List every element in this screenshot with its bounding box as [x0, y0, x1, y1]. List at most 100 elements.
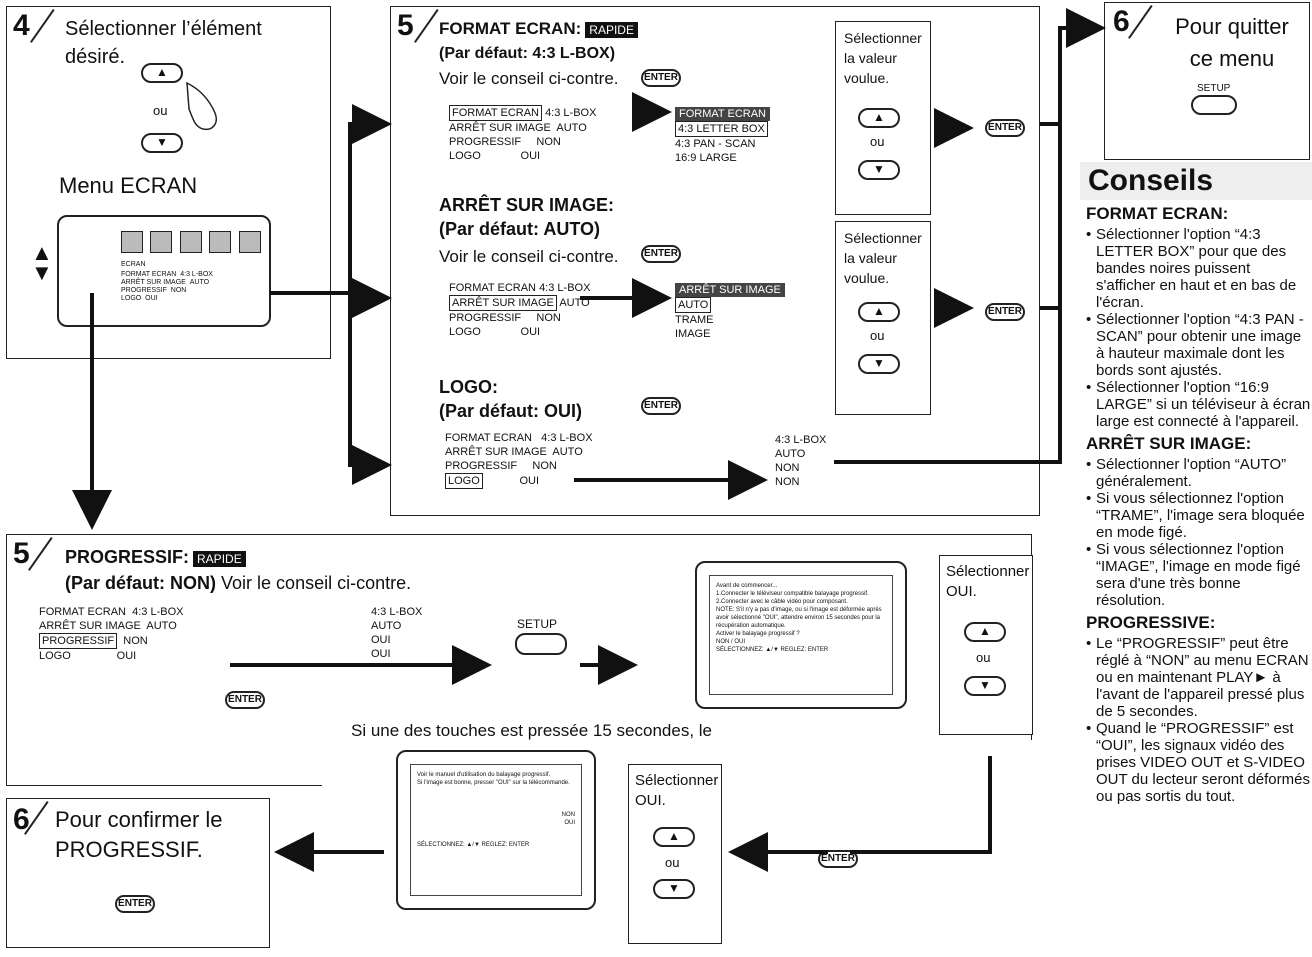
updown-arrow-icon: ▲▼ [31, 240, 53, 285]
format-default: (Par défaut: 4:3 L-BOX) [439, 45, 616, 62]
setup-button[interactable] [1191, 95, 1237, 115]
step-number: 6 [13, 803, 30, 836]
setup-button[interactable] [515, 633, 567, 655]
tip-item: Sélectionner l'option “16:9 LARGE” si un… [1086, 379, 1312, 430]
step4-panel: 4 Sélectionner l’élément désiré. ▲ ou ▼ … [6, 6, 331, 359]
or-label: ou [665, 855, 680, 870]
step-number: 6 [1113, 5, 1130, 38]
format-hint: Voir le conseil ci-contre. [439, 69, 619, 88]
select-oui-panel: Sélectionner OUI. ▲ ou ▼ [939, 555, 1033, 735]
menu-tab-label: ECRAN [121, 261, 146, 268]
up-arrow-button[interactable]: ▲ [141, 63, 183, 83]
choice-option[interactable]: NON [716, 639, 730, 645]
up-arrow-button[interactable]: ▲ [653, 827, 695, 847]
rapide-badge: RAPIDE [585, 22, 638, 38]
menu-icons-row [121, 231, 261, 257]
tip-item: Si vous sélectionnez l'option “IMAGE”, l… [1086, 541, 1312, 609]
menu-item: FORMAT ECRAN [121, 271, 177, 278]
menu-list: FORMAT ECRAN 4:3 L-BOX ARRÊT SUR IMAGE A… [121, 271, 213, 303]
down-arrow-button[interactable]: ▼ [653, 879, 695, 899]
up-arrow-button[interactable]: ▲ [964, 622, 1006, 642]
format-option[interactable]: 16:9 LARGE [675, 152, 737, 164]
arret-options-menu: ARRÊT SUR IMAGE AUTO TRAME IMAGE [675, 283, 785, 341]
arret-menu-current: FORMAT ECRAN 4:3 L-BOX ARRÊT SUR IMAGE A… [449, 282, 591, 338]
or-label: ou [870, 328, 885, 343]
arret-option[interactable]: IMAGE [675, 328, 711, 340]
arret-hint: Voir le conseil ci-contre. [439, 247, 619, 266]
format-title: FORMAT ECRAN:RAPIDE [439, 19, 638, 39]
logo-menu-current: FORMAT ECRAN 4:3 L-BOX ARRÊT SUR IMAGE A… [445, 432, 593, 489]
step6-bottom-text: Pour confirmer le PROGRESSIF. [55, 807, 223, 862]
format-option-selected[interactable]: 4:3 LETTER BOX [675, 121, 768, 137]
up-arrow-button[interactable]: ▲ [858, 108, 900, 128]
tip-item: Sélectionner l'option “4:3 PAN - SCAN” p… [1086, 311, 1312, 379]
enter-button[interactable]: ENTER [641, 397, 681, 415]
choice-option[interactable]: OUI [734, 639, 746, 645]
arret-option[interactable]: TRAME [675, 314, 714, 326]
tip-item: Sélectionner l'option “4:3 LETTER BOX” p… [1086, 226, 1312, 311]
format-option[interactable]: 4:3 PAN - SCAN [675, 138, 756, 150]
choice-option[interactable]: OUI [564, 820, 575, 826]
enter-button[interactable]: ENTER [985, 119, 1025, 137]
step6-top-panel: 6 Pour quitter ce menu SETUP [1104, 2, 1310, 160]
hand-icon [186, 81, 217, 131]
step-number: 5 [397, 9, 414, 42]
up-arrow-button[interactable]: ▲ [858, 302, 900, 322]
progressif-default-line: (Par défaut: NON) Voir le conseil ci-con… [65, 573, 412, 593]
step-number: 5 [13, 537, 30, 570]
menu-item: ARRÊT SUR IMAGE [121, 279, 186, 286]
select-value-label: Sélectionner la valeur voulue. [844, 230, 922, 286]
or-label: ou [870, 134, 885, 149]
down-arrow-button[interactable]: ▼ [141, 133, 183, 153]
conseils-title: Conseils [1080, 162, 1312, 200]
tv-screen-final: Voir le manuel d'utilisation du balayage… [396, 750, 596, 910]
down-arrow-button[interactable]: ▼ [858, 354, 900, 374]
or-label: ou [976, 650, 991, 665]
setup-label: SETUP [517, 617, 558, 631]
setup-label: SETUP [1197, 83, 1231, 94]
step6-bottom-panel: 6 Pour confirmer le PROGRESSIF. ENTER [6, 798, 270, 948]
tv-screen-confirm: Avant de commencer... 1.Connecter le tél… [695, 561, 907, 709]
rapide-badge: RAPIDE [193, 551, 246, 567]
menu-title: Menu ECRAN [59, 173, 198, 198]
logo-default: (Par défaut: OUI) [439, 401, 583, 421]
tip-item: Le “PROGRESSIF” peut être réglé à “NON” … [1086, 635, 1312, 720]
tip-item: Quand le “PROGRESSIF” est “OUI”, les sig… [1086, 720, 1312, 805]
enter-button[interactable]: ENTER [641, 245, 681, 263]
tip-item: Si vous sélectionnez l'option “TRAME”, l… [1086, 490, 1312, 541]
parental-icon [238, 231, 261, 253]
arret-option-selected[interactable]: AUTO [675, 297, 712, 313]
down-arrow-button[interactable]: ▼ [858, 160, 900, 180]
select-value-label: Sélectionner la valeur voulue. [844, 30, 922, 86]
tips-heading: FORMAT ECRAN: [1086, 204, 1229, 223]
confirm-screen-text: Avant de commencer... 1.Connecter le tél… [709, 575, 893, 695]
logo-result-values: 4:3 L-BOX AUTO NON NON [775, 434, 827, 488]
step5-top-panel: 5 FORMAT ECRAN:RAPIDE (Par défaut: 4:3 L… [390, 6, 1040, 516]
select-value-panel: Sélectionner la valeur voulue. ▲ ou ▼ [835, 221, 931, 415]
enter-button[interactable]: ENTER [641, 69, 681, 87]
step5-confirm-row: Voir le manuel d'utilisation du balayage… [322, 740, 1042, 950]
step-number: 4 [13, 9, 30, 42]
down-arrow-button[interactable]: ▼ [964, 676, 1006, 696]
final-screen-text: Voir le manuel d'utilisation du balayage… [410, 764, 582, 896]
tv-screen: ECRAN FORMAT ECRAN 4:3 L-BOX ARRÊT SUR I… [57, 215, 271, 327]
logo-title: LOGO: [439, 377, 498, 397]
enter-button[interactable]: ENTER [225, 691, 265, 709]
enter-button[interactable]: ENTER [985, 303, 1025, 321]
menu-value: NON [170, 287, 187, 294]
conseils-panel: Conseils FORMAT ECRAN: Sélectionner l'op… [1080, 162, 1312, 957]
step6-top-text: Pour quitter ce menu [1175, 14, 1289, 71]
enter-button[interactable]: ENTER [115, 895, 155, 913]
select-oui-panel: Sélectionner OUI. ▲ ou ▼ [628, 764, 722, 944]
menu-value: AUTO [189, 279, 210, 286]
audio-icon [209, 231, 232, 253]
or-label: ou [153, 103, 168, 118]
progressif-title: PROGRESSIF:RAPIDE [65, 547, 246, 568]
menu-item: PROGRESSIF [121, 287, 167, 294]
choice-option[interactable]: NON [561, 812, 575, 818]
step4-instruction: Sélectionner l’élément désiré. [65, 18, 262, 68]
select-value-panel: Sélectionner la valeur voulue. ▲ ou ▼ [835, 21, 931, 215]
enter-button[interactable]: ENTER [818, 850, 858, 868]
format-menu-current: FORMAT ECRAN 4:3 L-BOX ARRÊT SUR IMAGE A… [449, 105, 597, 162]
